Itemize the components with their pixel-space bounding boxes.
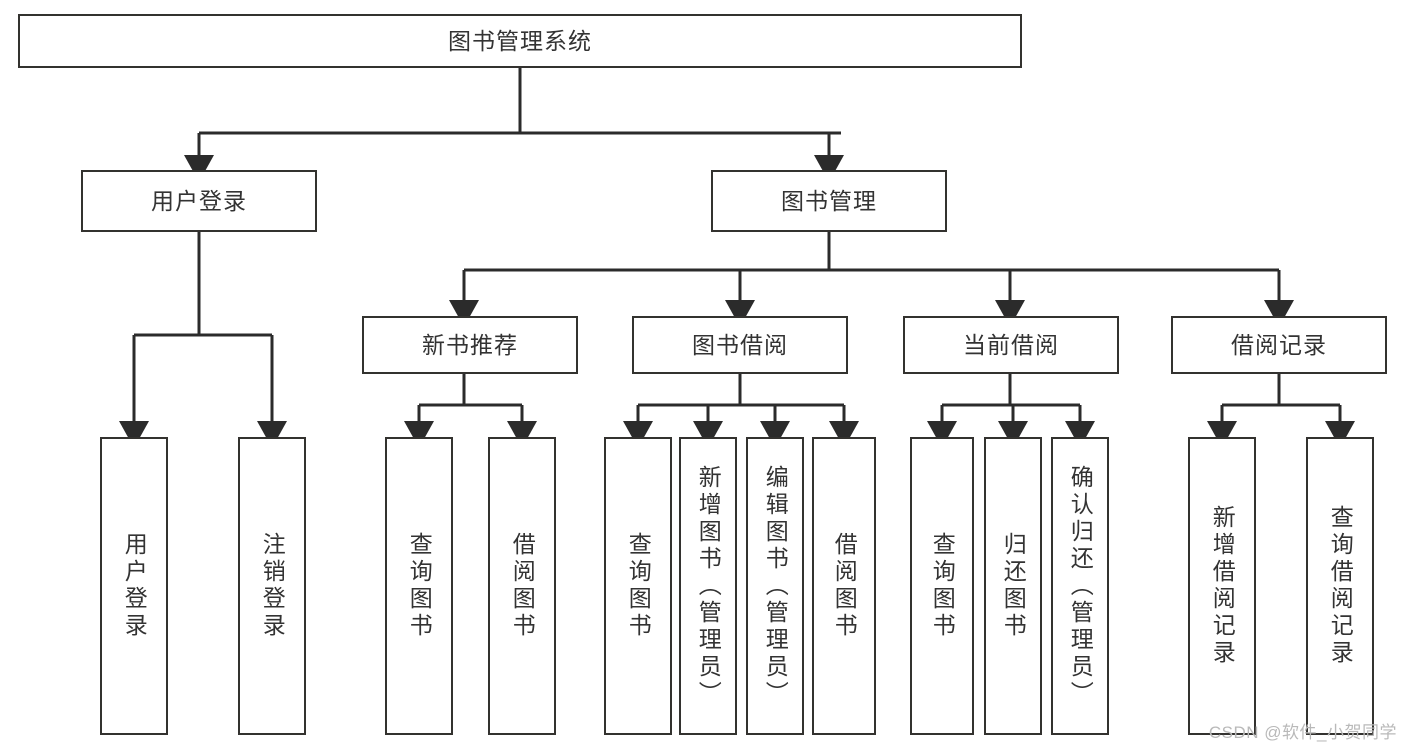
node-leaf[interactable]: 新增借阅记录: [1188, 437, 1256, 735]
node-leaf[interactable]: 编辑图书（管理员）: [746, 437, 804, 735]
node-leaf[interactable]: 查询图书: [910, 437, 974, 735]
node-label: 查询图书: [929, 532, 956, 640]
node-current-borrow[interactable]: 当前借阅: [903, 316, 1119, 374]
node-label: 查询图书: [625, 532, 652, 640]
node-label: 借阅图书: [509, 532, 536, 640]
node-label: 查询图书: [406, 532, 433, 640]
node-leaf[interactable]: 用户登录: [100, 437, 168, 735]
node-label: 确认归还（管理员）: [1067, 464, 1094, 708]
node-user-login[interactable]: 用户登录: [81, 170, 317, 232]
node-leaf[interactable]: 查询借阅记录: [1306, 437, 1374, 735]
node-label: 当前借阅: [963, 331, 1059, 358]
node-label: 注销登录: [259, 532, 286, 640]
node-book-borrow[interactable]: 图书借阅: [632, 316, 848, 374]
node-label: 编辑图书（管理员）: [762, 464, 789, 708]
node-leaf[interactable]: 借阅图书: [488, 437, 556, 735]
node-leaf[interactable]: 查询图书: [385, 437, 453, 735]
node-borrow-record[interactable]: 借阅记录: [1171, 316, 1387, 374]
node-label: 借阅记录: [1231, 331, 1327, 358]
csdn-watermark: CSDN @软件_小贺同学: [1208, 723, 1397, 742]
node-label: 查询借阅记录: [1327, 505, 1354, 667]
node-label: 用户登录: [151, 187, 247, 214]
node-root-system[interactable]: 图书管理系统: [18, 14, 1022, 68]
node-label: 借阅图书: [831, 532, 858, 640]
node-label: 用户登录: [121, 532, 148, 640]
node-label: 新增图书（管理员）: [695, 464, 722, 708]
node-label: 新增借阅记录: [1209, 505, 1236, 667]
node-label: 新书推荐: [422, 331, 518, 358]
node-leaf[interactable]: 确认归还（管理员）: [1051, 437, 1109, 735]
node-leaf[interactable]: 归还图书: [984, 437, 1042, 735]
node-book-management[interactable]: 图书管理: [711, 170, 947, 232]
node-label: 图书管理: [781, 187, 877, 214]
node-new-book-recommend[interactable]: 新书推荐: [362, 316, 578, 374]
node-leaf[interactable]: 注销登录: [238, 437, 306, 735]
node-label: 图书借阅: [692, 331, 788, 358]
node-leaf[interactable]: 借阅图书: [812, 437, 876, 735]
node-leaf[interactable]: 新增图书（管理员）: [679, 437, 737, 735]
node-leaf[interactable]: 查询图书: [604, 437, 672, 735]
node-label: 图书管理系统: [448, 27, 592, 54]
node-label: 归还图书: [1000, 532, 1027, 640]
